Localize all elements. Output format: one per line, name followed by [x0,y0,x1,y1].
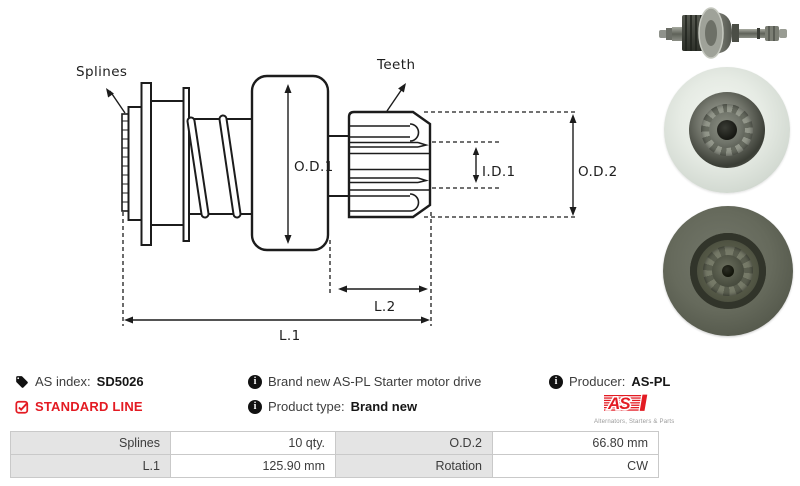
producer-value: AS-PL [631,374,671,389]
as-logo-text: AS [607,394,631,413]
standard-line-label: STANDARD LINE [35,399,143,414]
description-text: Brand new AS-PL Starter motor drive [268,374,482,389]
arrow-icon [398,83,406,93]
back-inner-ring [712,255,744,287]
spec-label: Rotation [335,454,493,478]
photo-back-view [663,206,793,336]
label-l2: L.2 [374,299,396,315]
brand-logo: AS Alternators, Starters & Parts [594,393,675,426]
arrow-icon [106,88,114,98]
checkbox-checked-icon [15,400,29,414]
part-hub [127,82,190,246]
spec-value: 66.80 mm [492,431,659,455]
dimension-arrows [124,84,577,324]
standard-line-row: STANDARD LINE [15,399,143,414]
spec-value: CW [492,454,659,478]
label-od1: O.D.1 [294,159,334,175]
spec-value: 125.90 mm [170,454,336,478]
info-icon: i [248,374,262,389]
product-type-row: i Product type: Brand new [248,399,417,414]
technical-drawing: Splines Teeth O.D.1 I.D.1 O.D.2 L.2 L.1 [76,57,618,344]
product-type-label: Product type: [268,399,345,414]
description-row: i Brand new AS-PL Starter motor drive [248,374,481,389]
info-icon: i [549,374,563,389]
table-row: Splines 10 qty. O.D.2 66.80 mm [10,431,659,455]
label-teeth: Teeth [376,57,415,73]
logo-caption: Alternators, Starters & Parts [594,419,675,425]
label-od2: O.D.2 [578,164,618,180]
part-pinion [347,110,432,219]
spec-value: 10 qty. [170,431,336,455]
as-index-value: SD5026 [96,374,144,389]
part-splined-end [121,113,130,212]
spec-label: L.1 [10,454,171,478]
part-spring [186,114,242,219]
part-connector [328,135,349,197]
producer-row: i Producer: AS-PL [549,374,670,389]
back-bore [722,265,734,277]
label-id1: I.D.1 [482,164,516,180]
photo-side-view [659,7,787,59]
product-type-value: Brand new [350,399,418,414]
front-spline-ring [701,104,753,156]
projection-lines [122,111,578,326]
teeth-callout [386,83,406,112]
part-clutch-housing [250,74,330,252]
front-bore [717,120,737,140]
producer-label: Producer: [569,374,626,389]
back-groove-ring [690,233,766,309]
photo-front-view [664,67,790,193]
front-clutch-ring [689,92,765,168]
tag-icon [15,375,29,389]
as-index-row: AS index: SD5026 [15,374,144,389]
front-inner-ring [709,112,745,148]
spec-label: O.D.2 [335,431,493,455]
as-index-label: AS index: [35,374,91,389]
back-spline-collar [703,246,753,296]
label-l1: L.1 [279,328,301,344]
spec-table: Splines 10 qty. O.D.2 66.80 mm L.1 125.9… [10,431,659,478]
splines-callout [106,88,126,114]
label-splines: Splines [76,64,127,80]
spec-label: Splines [10,431,171,455]
table-row: L.1 125.90 mm Rotation CW [10,454,659,478]
info-icon: i [248,399,262,414]
as-logo-icon: AS [604,393,649,415]
